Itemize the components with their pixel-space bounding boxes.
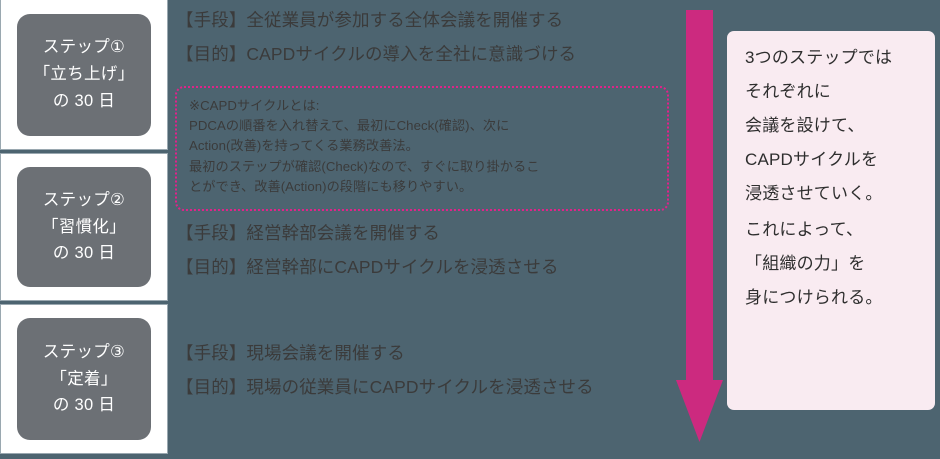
note-line-3: Action(改善)を持ってくる業務改善法。 — [189, 138, 419, 154]
capd-note-box: ※CAPDサイクルとは: PDCAの順番を入れ替えて、最初にCheck(確認)、… — [175, 86, 669, 211]
summary-g1-line-1: 3つのステップでは — [745, 48, 893, 67]
step-box-1: ステップ① 「立ち上げ」 の 30 日 — [17, 13, 151, 136]
detail-3-means: 【手段】現場会議を開催する — [176, 343, 405, 363]
step-2-line-2: 「習慣化」 — [42, 217, 126, 236]
detail-block-3: 【手段】現場会議を開催する 【目的】現場の従業員にCAPDサイクルを浸透させる — [176, 343, 594, 397]
summary-g1-line-2: それぞれに — [745, 82, 831, 101]
summary-panel: 3つのステップでは それぞれに 会議を設けて、 CAPDサイクルを 浸透させてい… — [727, 31, 935, 410]
summary-g2-line-3: 身につけられる。 — [745, 288, 883, 307]
capd-note-text: ※CAPDサイクルとは: PDCAの順番を入れ替えて、最初にCheck(確認)、… — [189, 96, 657, 197]
note-line-5: とができ、改善(Action)の段階にも移りやすい。 — [189, 178, 473, 194]
detail-1-purpose: 【目的】CAPDサイクルの導入を全社に意識づける — [176, 43, 577, 64]
summary-g2-line-2: 「組織の力」を — [745, 254, 866, 273]
step-2-line-1: ステップ② — [42, 190, 126, 209]
summary-group-1: 3つのステップでは それぞれに 会議を設けて、 CAPDサイクルを 浸透させてい… — [745, 49, 935, 202]
detail-2-purpose: 【目的】経営幹部にCAPDサイクルを浸透させる — [176, 256, 559, 277]
step-1-line-2: 「立ち上げ」 — [33, 65, 135, 84]
step-cell-3: ステップ③ 「定着」 の 30 日 — [0, 304, 168, 454]
summary-g1-line-5: 浸透させていく。 — [745, 184, 883, 203]
note-line-2: PDCAの順番を入れ替えて、最初にCheck(確認)、次に — [189, 118, 510, 134]
detail-1-means: 【手段】全従業員が参加する全体会議を開催する — [176, 10, 564, 30]
step-2-line-3: の 30 日 — [52, 244, 116, 263]
summary-g2-line-1: これによって、 — [745, 220, 864, 239]
summary-group-2: これによって、 「組織の力」を 身につけられる。 — [745, 221, 935, 306]
note-line-1: ※CAPDサイクルとは: — [189, 98, 320, 113]
summary-g1-line-3: 会議を設けて、 — [745, 116, 865, 135]
detail-block-1: 【手段】全従業員が参加する全体会議を開催する 【目的】CAPDサイクルの導入を全… — [176, 10, 577, 64]
step-cell-1: ステップ① 「立ち上げ」 の 30 日 — [0, 0, 168, 150]
step-3-line-2: 「定着」 — [50, 369, 118, 388]
summary-g1-line-4: CAPDサイクルを — [745, 150, 879, 169]
detail-2-means: 【手段】経営幹部会議を開催する — [176, 223, 440, 243]
step-1-line-1: ステップ① — [42, 38, 126, 57]
detail-3-purpose: 【目的】現場の従業員にCAPDサイクルを浸透させる — [176, 376, 594, 397]
detail-block-2: 【手段】経営幹部会議を開催する 【目的】経営幹部にCAPDサイクルを浸透させる — [176, 223, 559, 277]
step-1-line-3: の 30 日 — [52, 91, 116, 110]
step-3-line-1: ステップ③ — [42, 342, 126, 361]
step-box-2: ステップ② 「習慣化」 の 30 日 — [17, 167, 151, 287]
step-3-line-3: の 30 日 — [52, 396, 116, 415]
down-arrow-icon — [676, 10, 723, 442]
step-box-3: ステップ③ 「定着」 の 30 日 — [17, 318, 151, 440]
step-cell-2: ステップ② 「習慣化」 の 30 日 — [0, 153, 168, 301]
note-line-4: 最初のステップが確認(Check)なので、すぐに取り掛かるこ — [189, 158, 540, 174]
